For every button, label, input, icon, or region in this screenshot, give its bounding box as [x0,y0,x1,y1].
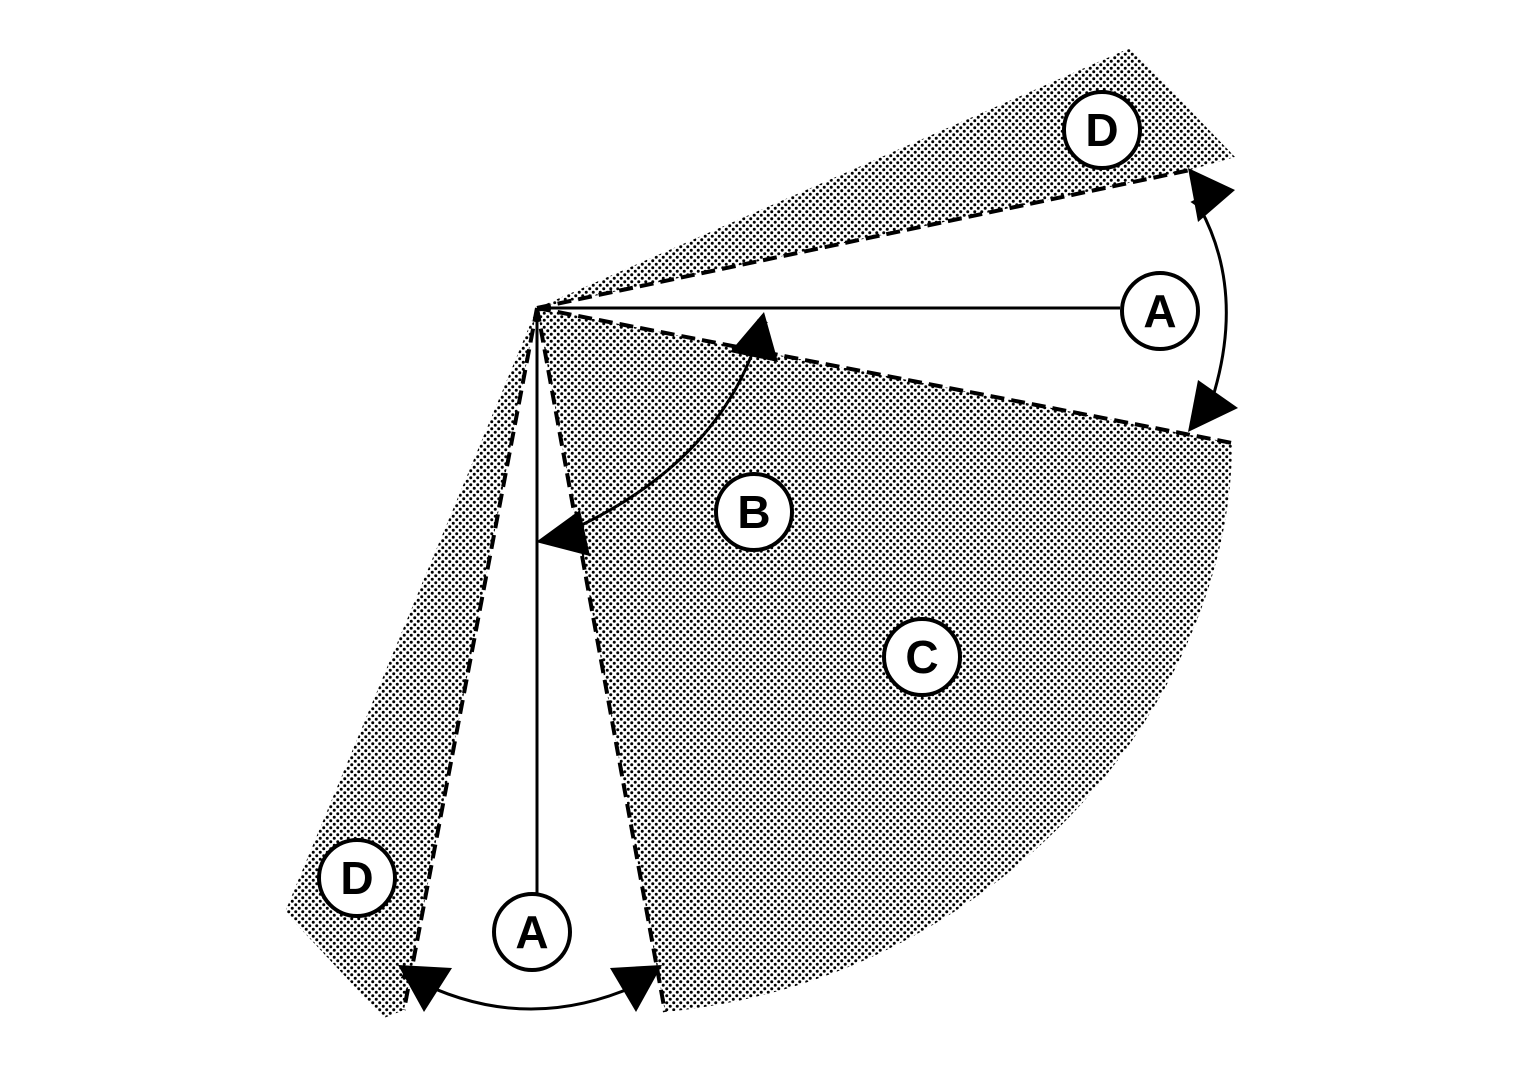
boundary-d-top [536,168,1191,310]
arrowhead-a-bottom-right [610,965,662,1012]
label-a-bottom-text: A [515,906,548,958]
arrowhead-b-top [730,312,778,362]
label-a-bottom: A [492,892,572,972]
arrowhead-a-right-top [1188,168,1235,222]
zone-d-top [537,48,1235,308]
label-d-top-text: D [1085,104,1118,156]
label-c-text: C [905,631,938,683]
label-b: B [714,472,794,552]
arc-a-right [1190,196,1228,422]
arrowhead-a-right-bottom [1188,380,1238,432]
label-a-right-text: A [1143,285,1176,337]
label-d-bottom: D [317,838,397,918]
label-d-bottom-text: D [340,852,373,904]
label-c: C [882,617,962,697]
arc-a-bottom [400,968,653,1011]
arrowhead-b-bottom [536,510,590,556]
boundary-c-lower [535,307,667,1013]
arc-b [546,318,769,542]
boundary-d-bottom [402,307,539,1011]
arrowhead-a-bottom-left [398,965,452,1012]
label-d-top: D [1062,90,1142,170]
label-b-text: B [737,486,770,538]
label-a-right: A [1120,271,1200,351]
